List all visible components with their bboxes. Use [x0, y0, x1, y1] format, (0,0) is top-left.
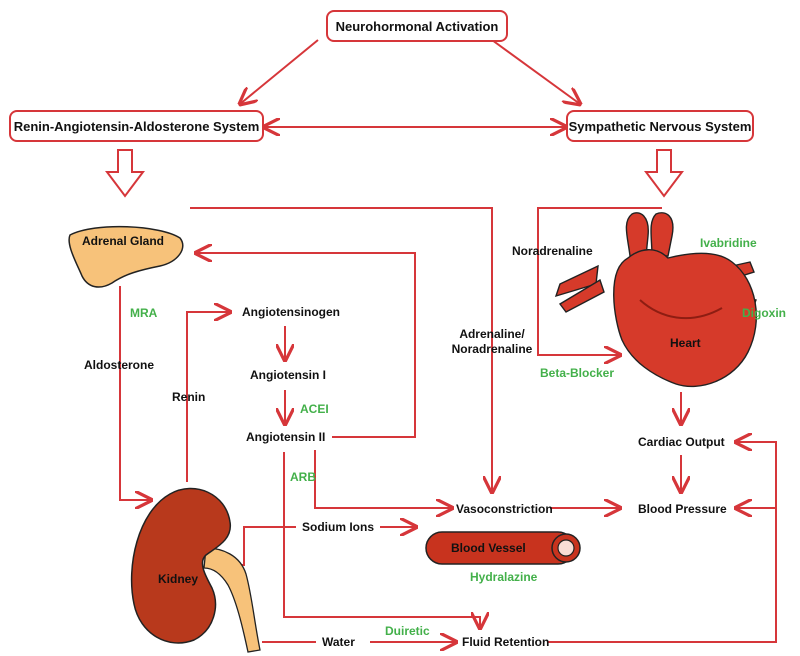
blood-vessel-shape: [425, 531, 581, 565]
label-noradrenaline: Noradrenaline: [512, 244, 593, 258]
arrow-renin-to-angiotensinogen: [186, 312, 230, 482]
kidney-shape: [130, 487, 231, 644]
label-blood-pressure: Blood Pressure: [638, 502, 727, 516]
label-adrenal-gland: Adrenal Gland: [82, 234, 165, 248]
label-sodium-ions: Sodium Ions: [302, 520, 374, 534]
arrow-raas-to-vasoconstriction: [190, 207, 492, 492]
kidney-ureter: [203, 547, 261, 653]
label-cardiac-output: Cardiac Output: [638, 435, 725, 449]
label-adrenaline: Adrenaline/ Noradrenaline: [446, 327, 538, 357]
label-angiotensin-1: Angiotensin I: [250, 368, 326, 382]
arrow-ang2-to-vasoconstriction: [314, 450, 452, 508]
label-renin: Renin: [172, 390, 206, 404]
adrenal-gland-shape: [68, 225, 184, 288]
arrow-kidney-sodium: [230, 526, 296, 566]
label-water: Water: [322, 635, 355, 649]
hollow-arrow-raas-down: [105, 149, 145, 198]
label-adrenaline-line1: Adrenaline/: [459, 327, 525, 341]
label-angiotensinogen: Angiotensinogen: [242, 305, 340, 319]
arrow-fluid-retention-feedback: [548, 442, 777, 643]
label-blood-vessel: Blood Vessel: [451, 541, 526, 555]
box-neurohormonal-activation: Neurohormonal Activation: [326, 10, 508, 42]
label-angiotensin-2: Angiotensin II: [246, 430, 326, 444]
arrow-angiotensin2-to-adrenal: [196, 253, 416, 438]
drug-hydralazine: Hydralazine: [470, 570, 538, 584]
drug-ivabridine: Ivabridine: [700, 236, 757, 250]
drug-mra: MRA: [130, 306, 158, 320]
drug-acei: ACEI: [300, 402, 329, 416]
drug-digoxin: Digoxin: [742, 306, 786, 320]
label-aldosterone: Aldosterone: [84, 358, 155, 372]
box-raas: Renin-Angiotensin-Aldosterone System: [9, 110, 264, 142]
label-fluid-retention: Fluid Retention: [462, 635, 550, 649]
drug-arb: ARB: [290, 470, 316, 484]
box-sympathetic-nervous-system: Sympathetic Nervous System: [566, 110, 754, 142]
label-kidney: Kidney: [158, 572, 199, 586]
hollow-arrow-sns-down: [644, 149, 684, 198]
arrow-neuro-to-sns: [491, 39, 580, 104]
arrow-adrenal-to-kidney: [119, 286, 151, 500]
label-heart: Heart: [670, 336, 701, 350]
heart-shape: [554, 212, 758, 388]
arrow-neuro-to-raas: [240, 39, 319, 104]
drug-beta-blocker: Beta-Blocker: [540, 366, 615, 380]
drug-duiretic: Duiretic: [385, 624, 430, 638]
arrow-sns-noradrenaline-to-heart: [537, 207, 662, 355]
label-vasoconstriction: Vasoconstriction: [456, 502, 553, 516]
label-adrenaline-line2: Noradrenaline: [451, 342, 533, 356]
arrow-ang2-to-fluid-retention: [283, 452, 480, 628]
